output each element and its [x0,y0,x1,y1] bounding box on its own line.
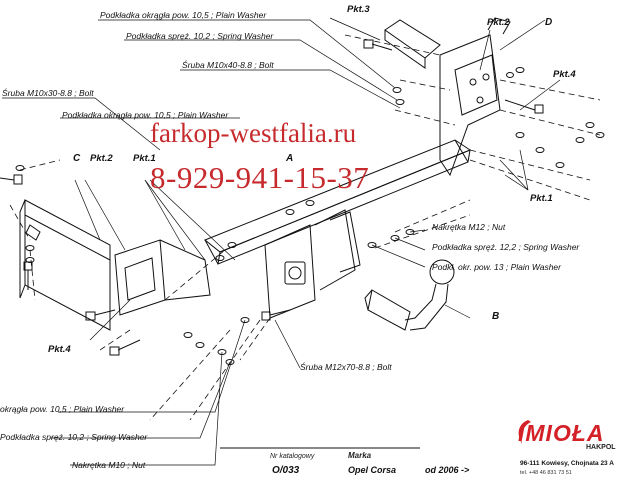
label-plain-washer-left: Podkładka okrągła pow. 10,5 ; Plain Wash… [62,110,229,120]
pkt2-left-marker: Pkt.2 [90,153,113,164]
imiola-logo-mark [518,420,531,444]
tow-ball [364,259,455,331]
leader-lines [2,17,561,466]
label-plain-washer-bottom: okrągła pow. 10,5 ; Plain Washer [0,404,125,414]
catalog-number-value: O/033 [272,465,300,476]
pkt1-left-marker: Pkt.1 [133,153,156,164]
label-plain-washer-top: Podkładka okrągła pow. 10,5 ; Plain Wash… [100,10,267,20]
assembly-lines [9,34,601,421]
make-value: Opel Corsa [348,465,397,475]
label-spring-washer-bottom: Podkładka spręż. 10,2 ; Spring Washer [0,432,148,442]
letter-d: D [545,17,553,28]
socket-mount [264,209,361,319]
pkt1-right-marker: Pkt.1 [530,193,553,204]
crossbar [204,139,472,265]
company-logo-name: IMIOŁA [518,420,605,446]
washers-nuts [15,67,605,365]
company-address: 96-111 Kowiesy, Chojnata 23 A [520,460,614,467]
label-bolt-m12x70: Śruba M12x70-8.8 ; Bolt [300,362,392,372]
label-spring-washer-122: Podkładka spręż. 12,2 ; Spring Washer [432,242,580,252]
pkt4-right-marker: Pkt.4 [553,69,576,80]
pkt4-left-marker: Pkt.4 [48,344,71,355]
label-bolt-m10x30: Śruba M10x30-8.8 ; Bolt [2,88,94,98]
label-nut-m12: Nakrętka M12 ; Nut [432,222,506,232]
left-bracket [19,199,111,331]
label-bolt-m10x40: Śruba M10x40-8.8 ; Bolt [182,60,274,70]
label-spring-washer-top: Podkładka spręż. 10,2 ; Spring Washer [126,31,274,41]
year-value: od 2006 -> [425,465,470,475]
make-header: Marka [348,451,372,460]
company-phone: tel. +48 46 831 73 51 [520,470,572,476]
watermark-site: farkop-westfalia.ru [150,118,357,148]
letter-c: C [73,153,81,164]
pkt2-right-marker: Pkt.2 [487,17,510,28]
catalog-number-header: Nr katalogowy [270,453,315,460]
company-logo-subtitle: HAKPOL [586,444,616,451]
right-bracket [439,17,511,177]
label-nut-m10: Nakrętka M10 ; Nut [72,460,146,470]
top-plate [384,19,441,69]
letter-a: A [286,153,294,164]
pkt3-marker: Pkt.3 [347,4,370,15]
bolts [0,39,544,356]
label-plain-washer-13: Podkł. okr. pow. 13 ; Plain Washer [432,262,561,272]
watermark-phone: 8-929-941-15-37 [150,160,370,195]
center-plate-left [114,239,211,316]
letter-b: B [492,311,500,322]
